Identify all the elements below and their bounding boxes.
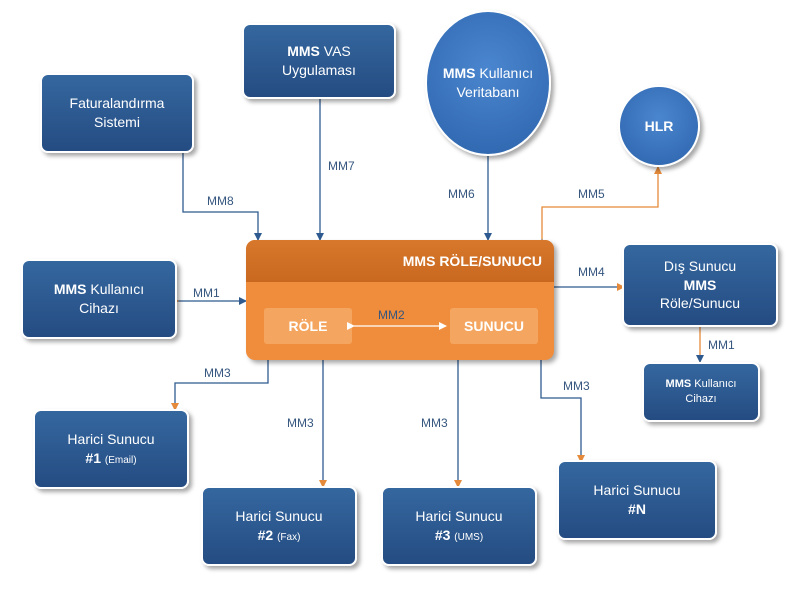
harici-sunucu-n-node[interactable]: Harici Sunucu #N [557, 460, 717, 540]
label-mm7: MM7 [328, 159, 355, 173]
label-mm3-harici1: MM3 [204, 366, 231, 380]
node-number: #3 [434, 527, 451, 543]
label-mm3-harici3: MM3 [421, 416, 448, 430]
node-line: Dış Sunucu [663, 257, 737, 274]
mms-bold: MMS [287, 43, 320, 60]
mm2-link [347, 322, 447, 330]
label-mm8: MM8 [207, 194, 234, 208]
node-note: (UMS) [454, 532, 484, 543]
mms-bold: MMS [683, 276, 717, 293]
label-mm1-right: MM1 [708, 338, 735, 352]
node-line: Harici Sunucu [67, 431, 155, 448]
node-line: Harici Sunucu [593, 482, 681, 499]
harici-sunucu-3-node[interactable]: Harici Sunucu #3 (UMS) [381, 486, 537, 566]
external-user-device-node[interactable]: MMS Kullanıcı Cihazı [642, 362, 760, 422]
external-server-node[interactable]: Dış Sunucu MMS Röle/Sunucu [622, 243, 778, 327]
link-mm3-harici1 [171, 353, 272, 411]
label-mm3-harici2: MM3 [287, 416, 314, 430]
label-mm3-haricin: MM3 [563, 379, 590, 393]
node-line: Röle/Sunucu [659, 295, 741, 312]
user-database-node[interactable]: MMS Kullanıcı Veritabanı [425, 10, 551, 156]
link-mm5 [538, 166, 662, 247]
label-mm5: MM5 [578, 187, 605, 201]
harici-sunucu-1-node[interactable]: Harici Sunucu #1 (Email) [33, 409, 189, 489]
mms-bold: MMS [665, 378, 692, 391]
relay-server-title: MMS RÖLE/SUNUCU [246, 240, 554, 282]
mms-bold: MMS [442, 65, 476, 82]
node-line: Kullanıcı [475, 65, 534, 82]
harici-sunucu-2-node[interactable]: Harici Sunucu #2 (Fax) [201, 486, 357, 566]
node-number: #2 [257, 527, 274, 543]
role-box[interactable]: RÖLE [264, 308, 352, 344]
node-line: Veritabanı [456, 84, 520, 100]
link-mm3-haricin [537, 353, 585, 463]
hlr-node[interactable]: HLR [618, 85, 700, 167]
node-number: #N [628, 501, 646, 517]
vas-app-node[interactable]: MMS VAS Uygulaması [242, 23, 396, 99]
node-line: Cihazı [685, 393, 717, 405]
mms-bold: MMS [53, 281, 87, 298]
label-mm4: MM4 [578, 265, 605, 279]
sunucu-box[interactable]: SUNUCU [450, 308, 538, 344]
node-line: Kullanıcı [691, 378, 737, 391]
mms-relay-server[interactable]: MMS RÖLE/SUNUCU RÖLE SUNUCU [246, 240, 554, 360]
node-line: Uygulaması [282, 62, 356, 78]
hlr-label: HLR [644, 117, 674, 134]
node-line: Harici Sunucu [415, 508, 503, 525]
node-line: Cihazı [79, 300, 119, 316]
label-mm2: MM2 [378, 308, 405, 322]
node-note: (Fax) [277, 532, 301, 543]
node-line: Faturalandırma [69, 95, 165, 112]
node-line: Kullanıcı [86, 281, 145, 298]
node-number: #1 [85, 450, 101, 466]
label-mm1-left: MM1 [193, 286, 220, 300]
faturalandirma-node[interactable]: Faturalandırma Sistemi [40, 73, 194, 153]
node-note: (Email) [104, 455, 137, 466]
link-mm8 [179, 145, 262, 241]
node-line: Sistemi [94, 114, 140, 130]
node-line: Harici Sunucu [235, 508, 323, 525]
user-device-node[interactable]: MMS Kullanıcı Cihazı [21, 259, 177, 339]
node-line: VAS [319, 43, 351, 60]
label-mm6: MM6 [448, 187, 475, 201]
